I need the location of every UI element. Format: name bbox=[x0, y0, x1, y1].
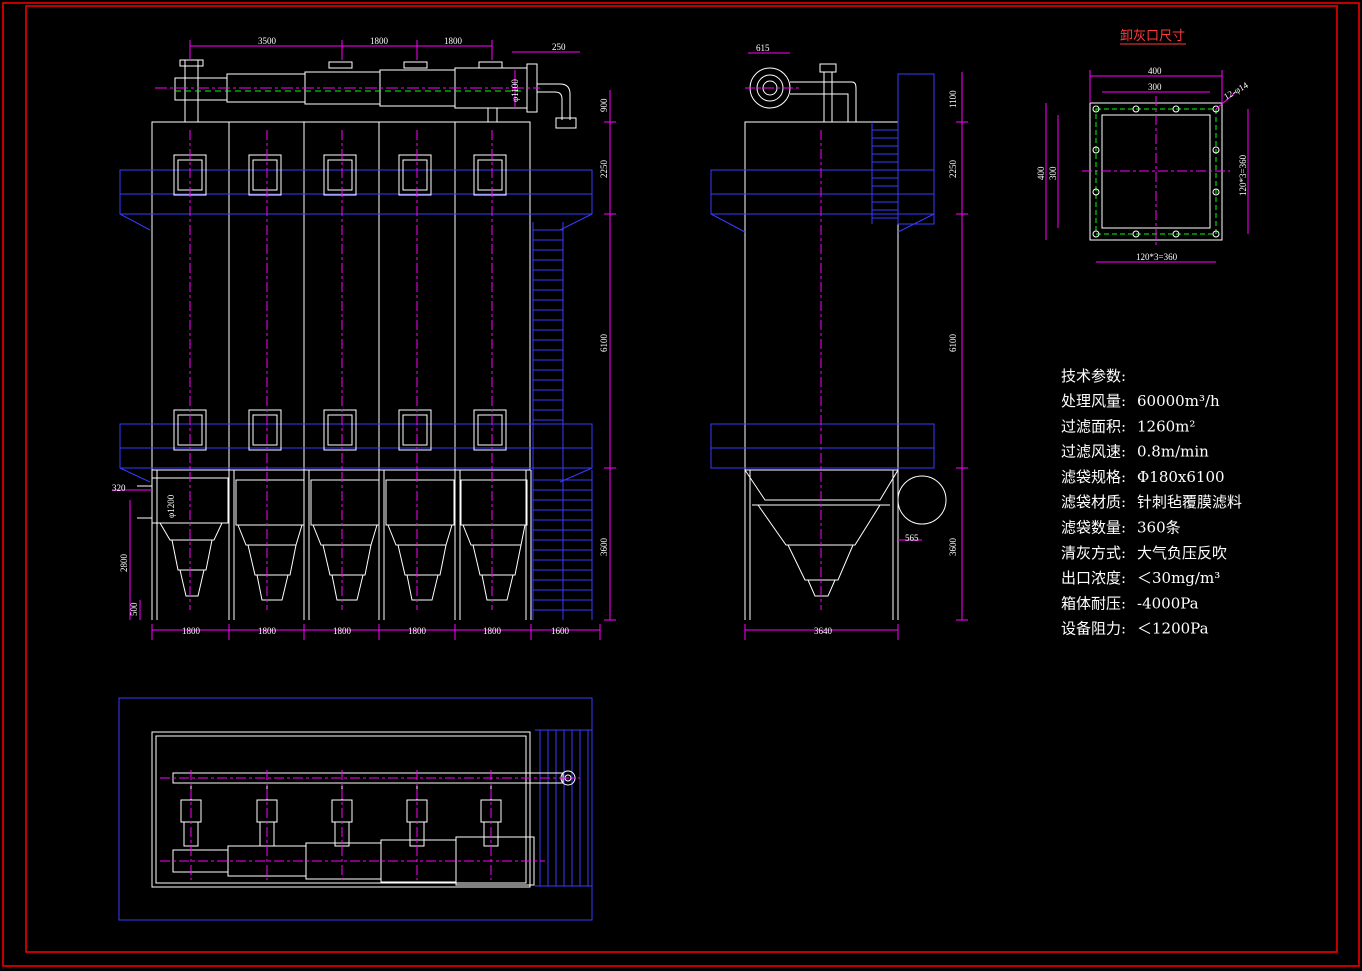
dim-bottom-4: 1800 bbox=[408, 626, 427, 636]
dim-right-4: 3600 bbox=[599, 538, 609, 557]
dim-bottom-5: 1800 bbox=[483, 626, 502, 636]
detail-dim-left-inner: 300 bbox=[1048, 166, 1058, 180]
dim-right-3: 6100 bbox=[599, 334, 609, 353]
spec-value: 0.8m/min bbox=[1137, 443, 1209, 461]
side-dim-top: 615 bbox=[756, 43, 770, 53]
side-dim-right-3: 6100 bbox=[948, 334, 958, 353]
front-ladder bbox=[532, 222, 593, 620]
dim-bottom-6: 1600 bbox=[551, 626, 570, 636]
front-hoppers bbox=[137, 470, 532, 620]
spec-label: 滤袋数量: bbox=[1061, 519, 1126, 537]
side-box-body bbox=[744, 121, 899, 471]
spec-label: 箱体耐压: bbox=[1061, 594, 1126, 612]
dim-bottom-3: 1800 bbox=[333, 626, 352, 636]
spec-value: 360条 bbox=[1137, 519, 1181, 537]
side-dimension-texts: 615 1100 2250 6100 3600 565 3640 bbox=[756, 43, 958, 636]
spec-value: Φ180x6100 bbox=[1137, 468, 1225, 486]
spec-value: ＜30mg/m³ bbox=[1137, 569, 1220, 587]
spec-label: 出口浓度: bbox=[1061, 569, 1126, 587]
detail-dim-outer: 400 bbox=[1148, 66, 1162, 76]
detail-title: 卸灰口尺寸 bbox=[1120, 28, 1185, 44]
detail-dim-inner: 300 bbox=[1148, 82, 1162, 92]
detail-dim-holes: 12-φ14 bbox=[1222, 80, 1250, 102]
dim-right-2: 2250 bbox=[599, 160, 609, 179]
detail-dim-right: 120*3=360 bbox=[1238, 154, 1248, 196]
front-centerlines bbox=[189, 130, 493, 610]
spec-label: 过滤面积: bbox=[1061, 417, 1126, 435]
plan-outline-blue bbox=[118, 697, 593, 921]
dim-left-2: φ1200 bbox=[166, 494, 176, 518]
spec-value: 60000m³/h bbox=[1137, 392, 1220, 410]
side-dim-right-2: 2250 bbox=[948, 160, 958, 179]
front-dimension-texts: 3500 1800 1800 250 φ1100 900 2250 6100 3… bbox=[112, 36, 609, 636]
plan-view bbox=[118, 697, 593, 921]
spec-value: 大气负压反吹 bbox=[1137, 544, 1227, 562]
spec-value: 1260m² bbox=[1137, 417, 1195, 435]
side-dim-outlet: 565 bbox=[905, 533, 919, 543]
spec-label: 清灰方式: bbox=[1061, 544, 1126, 562]
dim-top-4: 250 bbox=[552, 42, 566, 52]
dim-top-2: 1800 bbox=[370, 36, 389, 46]
dim-left-1: 320 bbox=[112, 483, 126, 493]
dim-top-1: 3500 bbox=[258, 36, 277, 46]
spec-value: 针刺毡覆膜滤料 bbox=[1137, 493, 1242, 511]
spec-label: 滤袋材质: bbox=[1061, 493, 1126, 511]
inner-border bbox=[25, 5, 1338, 953]
spec-value: -4000Pa bbox=[1137, 594, 1199, 612]
plan-box bbox=[151, 731, 531, 888]
detail-dim-bottom: 120*3=360 bbox=[1136, 252, 1178, 262]
spec-label: 设备阻力: bbox=[1061, 620, 1126, 638]
dim-bottom-2: 1800 bbox=[258, 626, 277, 636]
dim-top-3: 1800 bbox=[444, 36, 463, 46]
spec-table: 技术参数: 处理风量: 60000m³/h 过滤面积: 1260m² 过滤风速: 0.8m… bbox=[1061, 367, 1242, 638]
front-access-doors bbox=[173, 154, 507, 451]
spec-label: 处理风量: bbox=[1061, 392, 1126, 410]
spec-value: ＜1200Pa bbox=[1137, 620, 1209, 638]
dim-left-3: 2800 bbox=[119, 554, 129, 573]
front-box-body bbox=[151, 121, 531, 471]
dim-right-1: 900 bbox=[599, 98, 609, 112]
spec-rows: 处理风量: 60000m³/h 过滤面积: 1260m² 过滤风速: 0.8m/min 滤袋… bbox=[1061, 392, 1242, 638]
side-dim-right-4: 3600 bbox=[948, 538, 958, 557]
dim-pipe-dia: φ1100 bbox=[510, 79, 520, 102]
detail-dim-left-outer: 400 bbox=[1036, 166, 1046, 180]
dim-left-4: 500 bbox=[129, 602, 139, 616]
side-dim-right-1: 1100 bbox=[948, 90, 958, 108]
front-dimension-lines bbox=[112, 40, 616, 640]
spec-label: 过滤风速: bbox=[1061, 443, 1126, 461]
discharge-port-detail: 卸灰口尺寸 400 300 12-φ14 400 300 bbox=[1036, 28, 1250, 263]
front-view: 3500 1800 1800 250 φ1100 900 2250 6100 3… bbox=[112, 36, 616, 640]
spec-heading: 技术参数: bbox=[1061, 367, 1126, 385]
side-view: 615 1100 2250 6100 3600 565 3640 bbox=[710, 43, 968, 640]
side-dim-bottom: 3640 bbox=[814, 626, 833, 636]
dim-bottom-1: 1800 bbox=[182, 626, 201, 636]
spec-label: 滤袋规格: bbox=[1061, 468, 1126, 486]
